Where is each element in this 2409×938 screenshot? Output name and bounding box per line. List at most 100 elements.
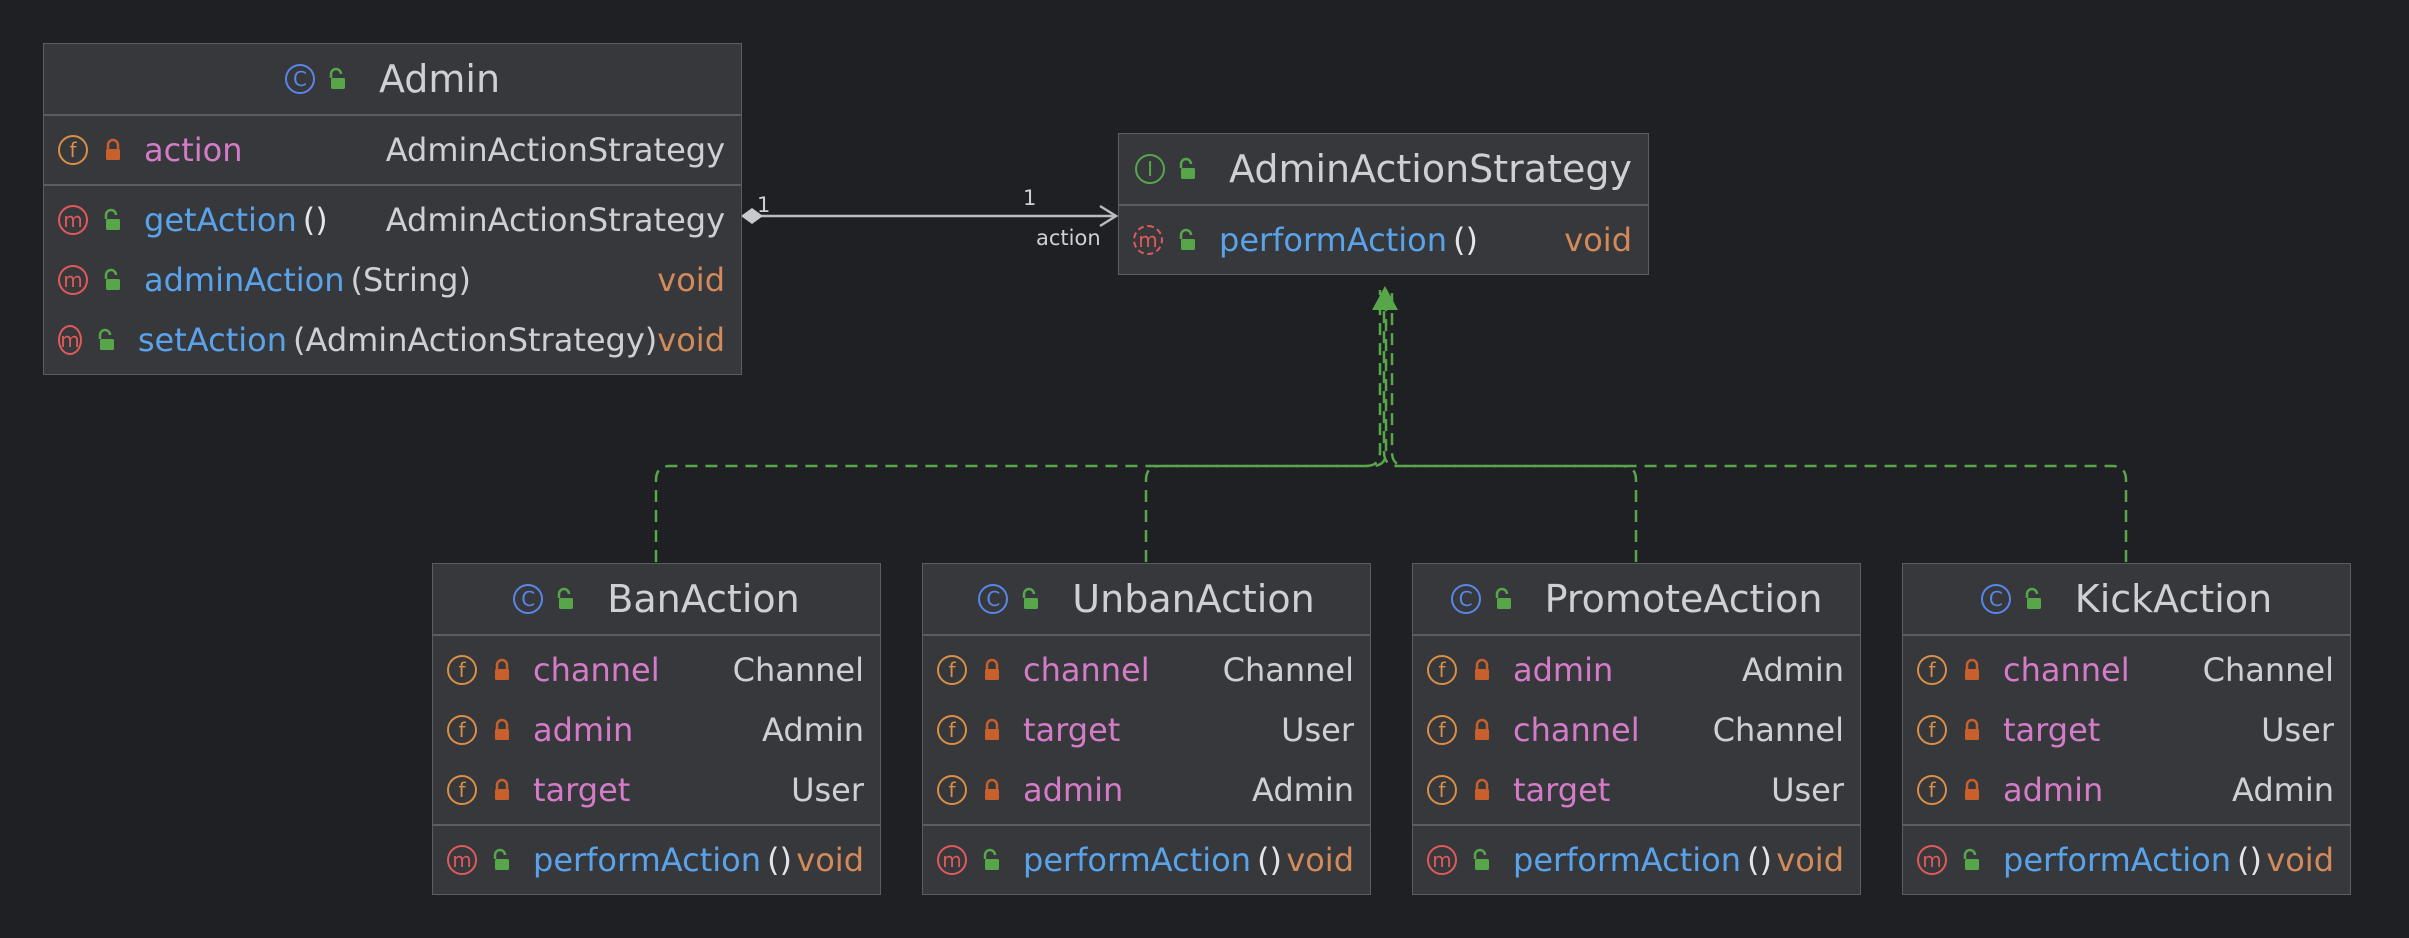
field-row[interactable]: f admin Admin xyxy=(1413,640,1860,700)
method-params: (AdminActionStrategy) xyxy=(293,321,658,359)
field-row[interactable]: f target User xyxy=(923,700,1370,760)
method-name: getAction xyxy=(144,201,297,239)
field-name: target xyxy=(1023,711,1121,749)
method-return-type: void xyxy=(657,321,725,359)
method-params: () xyxy=(766,841,792,879)
field-row[interactable]: f channel Channel xyxy=(1413,700,1860,760)
fields-section: f channel Channel f target User f admin … xyxy=(1903,636,2350,824)
method-row[interactable]: m performAction () void xyxy=(433,830,880,890)
method-name: performAction xyxy=(1513,841,1741,879)
field-row[interactable]: f target User xyxy=(1413,760,1860,820)
composition-diamond xyxy=(741,208,763,224)
method-row[interactable]: m adminAction (String) void xyxy=(44,250,741,310)
locked-icon xyxy=(495,718,509,740)
field-row[interactable]: f channel Channel xyxy=(923,640,1370,700)
field-icon: f xyxy=(447,655,477,685)
class-header: C KickAction xyxy=(1903,564,2350,636)
realization-edge-banaction xyxy=(654,290,1382,562)
methods-section: m performAction () void xyxy=(433,824,880,894)
method-row[interactable]: m getAction () AdminActionStrategy xyxy=(44,190,741,250)
field-name: channel xyxy=(1513,711,1640,749)
field-name: channel xyxy=(2003,651,2130,689)
class-box-admin[interactable]: C Admin f action AdminActionStrategy m g… xyxy=(43,43,742,375)
field-type: User xyxy=(1771,771,1844,809)
class-box-unbanaction[interactable]: C UnbanAction f channel Channel f target… xyxy=(922,563,1371,895)
interface-name: AdminActionStrategy xyxy=(1229,147,1632,191)
method-row[interactable]: m setAction (AdminActionStrategy) void xyxy=(44,310,741,370)
method-name: performAction xyxy=(1219,221,1447,259)
method-name: adminAction xyxy=(144,261,345,299)
class-name: PromoteAction xyxy=(1544,577,1823,621)
interface-header: I AdminActionStrategy xyxy=(1119,134,1648,206)
locked-icon xyxy=(495,778,509,800)
locked-icon xyxy=(985,778,999,800)
method-icon: m xyxy=(1917,845,1947,875)
methods-section: m performAction () void xyxy=(1119,206,1648,274)
field-row[interactable]: f admin Admin xyxy=(433,700,880,760)
abstract-method-icon: m xyxy=(1133,225,1163,255)
method-row[interactable]: m performAction () void xyxy=(923,830,1370,890)
field-icon: f xyxy=(1917,775,1947,805)
method-row[interactable]: m performAction () void xyxy=(1119,210,1648,270)
method-return-type: AdminActionStrategy xyxy=(385,201,725,239)
field-icon: f xyxy=(1427,715,1457,745)
field-type: Channel xyxy=(2202,651,2334,689)
field-icon: f xyxy=(1917,715,1947,745)
field-icon: f xyxy=(1917,655,1947,685)
locked-icon xyxy=(985,718,999,740)
method-return-type: void xyxy=(2266,841,2334,879)
methods-section: m performAction () void xyxy=(1903,824,2350,894)
class-box-kickaction[interactable]: C KickAction f channel Channel f target … xyxy=(1902,563,2351,895)
locked-icon xyxy=(1475,658,1489,680)
field-row[interactable]: f admin Admin xyxy=(923,760,1370,820)
method-name: setAction xyxy=(137,321,287,359)
method-row[interactable]: m performAction () void xyxy=(1903,830,2350,890)
method-row[interactable]: m performAction () void xyxy=(1413,830,1860,890)
fields-section: f admin Admin f channel Channel f target… xyxy=(1413,636,1860,824)
interface-icon: I xyxy=(1135,154,1166,184)
class-box-banaction[interactable]: C BanAction f channel Channel f admin Ad… xyxy=(432,563,881,895)
class-header: C BanAction xyxy=(433,564,880,636)
method-name: performAction xyxy=(2003,841,2231,879)
locked-icon xyxy=(1475,778,1489,800)
field-row[interactable]: f target User xyxy=(1903,700,2350,760)
method-return-type: void xyxy=(1776,841,1844,879)
field-name: action xyxy=(144,131,243,169)
class-name: UnbanAction xyxy=(1072,577,1315,621)
field-row[interactable]: f target User xyxy=(433,760,880,820)
class-icon: C xyxy=(1980,584,2011,614)
unlocked-icon xyxy=(1473,848,1489,870)
field-icon: f xyxy=(937,775,967,805)
field-name: admin xyxy=(1023,771,1124,809)
field-name: admin xyxy=(533,711,634,749)
method-params: () xyxy=(1452,221,1478,259)
association-role-label: action xyxy=(1036,226,1101,250)
unlocked-icon xyxy=(558,587,574,609)
methods-section: m performAction () void xyxy=(1413,824,1860,894)
field-row[interactable]: f channel Channel xyxy=(1903,640,2350,700)
association-arrowhead xyxy=(1099,204,1119,228)
locked-icon xyxy=(1965,778,1979,800)
field-row[interactable]: f action AdminActionStrategy xyxy=(44,120,741,180)
method-params: (String) xyxy=(350,261,471,299)
class-icon: C xyxy=(284,64,315,94)
target-multiplicity: 1 xyxy=(1023,186,1037,210)
field-row[interactable]: f admin Admin xyxy=(1903,760,2350,820)
method-params: () xyxy=(2236,841,2262,879)
class-box-promoteaction[interactable]: C PromoteAction f admin Admin f channel … xyxy=(1412,563,1861,895)
class-name: Admin xyxy=(378,57,501,101)
locked-icon xyxy=(1475,718,1489,740)
locked-icon xyxy=(106,138,120,160)
method-icon: m xyxy=(447,845,477,875)
field-icon: f xyxy=(447,775,477,805)
field-name: admin xyxy=(1513,651,1614,689)
method-name: performAction xyxy=(1023,841,1251,879)
method-icon: m xyxy=(58,325,82,355)
field-type: Channel xyxy=(732,651,864,689)
unlocked-icon xyxy=(1495,587,1511,609)
field-icon: f xyxy=(1427,775,1457,805)
methods-section: m performAction () void xyxy=(923,824,1370,894)
interface-box-adminactionstrategy[interactable]: I AdminActionStrategy m performAction ()… xyxy=(1118,133,1649,275)
field-row[interactable]: f channel Channel xyxy=(433,640,880,700)
realization-edge-kickaction xyxy=(1390,290,2128,562)
